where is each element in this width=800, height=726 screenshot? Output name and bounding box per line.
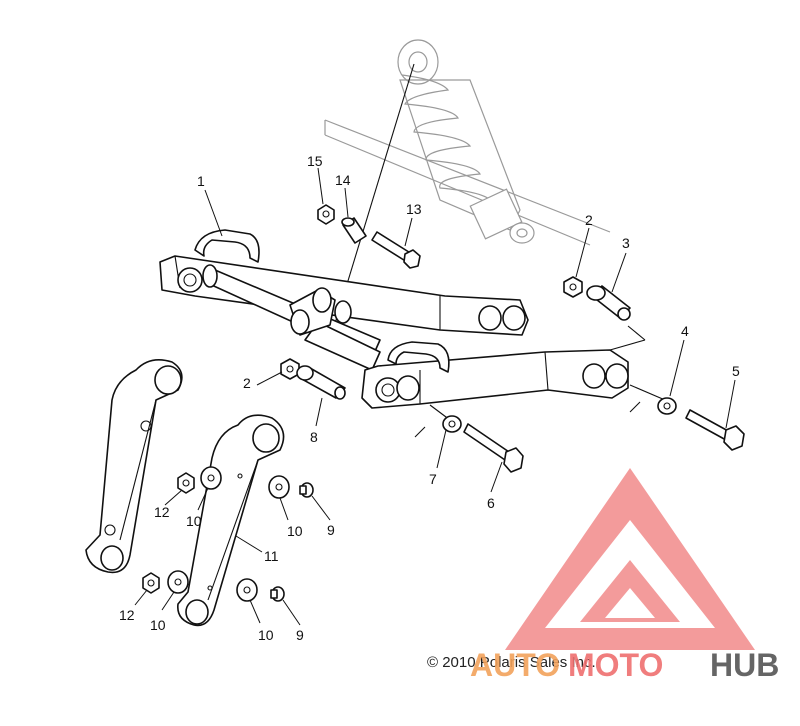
watermark-hub: HUB — [710, 647, 779, 683]
watermark-logo — [505, 468, 755, 650]
watermark-auto: AUTO — [470, 647, 560, 683]
callout-2-center: 2 — [243, 375, 251, 391]
callout-7: 7 — [429, 471, 437, 487]
washer-part-7 — [442, 415, 462, 433]
screw-part-9-upper — [299, 482, 314, 498]
watermark-text: AUTO MOTO HUB — [470, 647, 779, 683]
callout-labels: 1 2 2 3 4 5 6 7 8 9 9 10 10 10 10 11 12 … — [119, 153, 740, 643]
callout-9-lower: 9 — [296, 627, 304, 643]
nut-part-2-center — [280, 358, 300, 380]
washer-part-10-a — [200, 466, 222, 490]
washer-part-4 — [657, 397, 677, 415]
bushing-part-8 — [296, 365, 346, 400]
callout-3: 3 — [622, 235, 630, 251]
leader-lines — [134, 167, 736, 626]
nut-part-12-lower — [142, 572, 160, 594]
nut-part-2-upper — [563, 276, 583, 298]
callout-12-upper: 12 — [154, 504, 170, 520]
bolt-part-5 — [685, 409, 745, 451]
callout-10-c: 10 — [150, 617, 166, 633]
screw-part-9-lower — [270, 586, 285, 602]
washer-part-10-c — [167, 570, 189, 594]
callout-6: 6 — [487, 495, 495, 511]
callout-5: 5 — [732, 363, 740, 379]
bolt-part-13 — [371, 231, 421, 269]
callout-10-d: 10 — [258, 627, 274, 643]
callout-12-lower: 12 — [119, 607, 135, 623]
shock-absorber — [397, 39, 535, 244]
swing-arm-front — [361, 341, 629, 409]
bolt-part-6 — [463, 423, 524, 473]
callout-10-b: 10 — [287, 523, 303, 539]
callout-8: 8 — [310, 429, 318, 445]
bushing-part-3 — [586, 285, 631, 321]
washer-part-10-d — [236, 578, 258, 602]
swing-arm-rear — [159, 229, 529, 336]
callout-1: 1 — [197, 173, 205, 189]
callout-4: 4 — [681, 323, 689, 339]
callout-11: 11 — [264, 548, 279, 564]
callout-14: 14 — [335, 172, 351, 188]
bushing-part-14 — [341, 217, 367, 244]
rocker-bracket — [289, 287, 352, 336]
watermark-moto: MOTO — [568, 647, 663, 683]
washer-part-10-b — [268, 475, 290, 499]
link-strap-part-11 — [177, 414, 285, 627]
nut-part-12-upper — [177, 472, 195, 494]
callout-13: 13 — [406, 201, 422, 217]
callout-10-a: 10 — [186, 513, 202, 529]
callout-2-upper: 2 — [585, 212, 593, 228]
callout-9-upper: 9 — [327, 522, 335, 538]
callout-15: 15 — [307, 153, 323, 169]
frame-rail — [324, 119, 611, 246]
link-strap-left — [85, 359, 183, 574]
nut-part-15 — [317, 204, 335, 225]
copyright-notice: © 2010 Polaris Sales Inc. — [427, 654, 596, 671]
